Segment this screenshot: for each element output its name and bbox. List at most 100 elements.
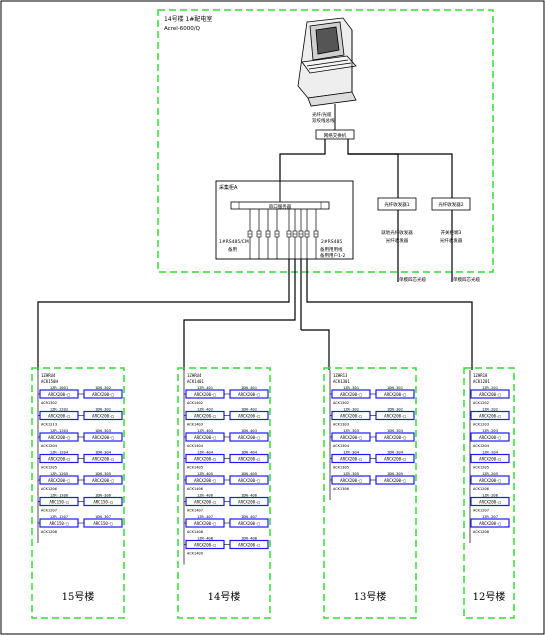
svg-text:ARCX200-□: ARCX200-□ xyxy=(479,478,501,483)
svg-text:ARCX200-□: ARCX200-□ xyxy=(194,435,216,440)
row-code: ACK1207 xyxy=(41,508,57,513)
building-top-code: ACK1201 xyxy=(473,379,490,384)
svg-text:ARCX200-□: ARCX200-□ xyxy=(479,521,501,526)
serial-port xyxy=(313,209,319,259)
collector-left-label: 1#RS485/CM xyxy=(219,239,249,245)
port-dividers xyxy=(238,202,322,209)
building-top-code: ACK1301 xyxy=(333,379,350,384)
row-code: ACK1303 xyxy=(333,422,349,427)
svg-text:1DN-301: 1DN-301 xyxy=(387,385,404,390)
row-code: ACK1206 xyxy=(41,486,58,491)
svg-text:ARCX200-□: ARCX200-□ xyxy=(340,435,362,440)
svg-text:1DN-303: 1DN-303 xyxy=(95,428,111,433)
building-panel: 1ZHRU4ACK150H1ZR-1001ARCX200-□1DN-302ARC… xyxy=(31,367,125,619)
building-top-code: 1ZHR18 xyxy=(473,373,488,378)
svg-text:ARCX200-□: ARCX200-□ xyxy=(479,457,501,462)
svg-text:1ZR-305: 1ZR-305 xyxy=(343,471,359,476)
svg-text:1DN-401: 1DN-401 xyxy=(241,385,258,390)
row-code: ACK1402 xyxy=(187,400,203,405)
row-code: ACK1407 xyxy=(187,508,203,513)
collector-right-label: 2#RS485 xyxy=(321,239,342,245)
svg-text:ARCX200-□: ARCX200-□ xyxy=(194,414,216,419)
svg-text:ARCX200-□: ARCX200-□ xyxy=(340,414,362,419)
control-room-boundary xyxy=(157,9,494,273)
svg-text:1ZR-206: 1ZR-206 xyxy=(482,493,499,498)
collector-right-sub: 备用用用线 xyxy=(320,246,343,253)
svg-text:开关柜端3: 开关柜端3 xyxy=(441,229,462,236)
row-code: ACK1205 xyxy=(473,465,489,470)
svg-text:1ZR-201: 1ZR-201 xyxy=(482,385,499,390)
row-code: ACK1408 xyxy=(187,529,204,534)
serial-server xyxy=(230,201,330,210)
svg-text:ARCX200-□: ARCX200-□ xyxy=(238,500,260,505)
svg-text:1ZR-404: 1ZR-404 xyxy=(197,450,214,455)
building-top-code: 1ZHRU4 xyxy=(41,373,56,378)
row-code: ACK1306 xyxy=(333,486,350,491)
svg-text:单模四芯光缆: 单模四芯光缆 xyxy=(399,276,426,283)
serial-port xyxy=(247,209,253,259)
row-code: ACK1204 xyxy=(41,443,58,448)
collector-right-sub-2: 备用用户1-2 xyxy=(320,252,345,259)
serial-server-label: 串口服务器 xyxy=(269,203,292,210)
serial-ports xyxy=(247,209,319,259)
building-feed-lines xyxy=(37,259,473,370)
svg-text:ARCX200-□: ARCX200-□ xyxy=(479,414,501,419)
svg-text:1DN-406: 1DN-406 xyxy=(241,493,258,498)
building-boundary xyxy=(177,367,271,619)
svg-text:ARCX200-□: ARCX200-□ xyxy=(194,457,216,462)
row-code: ACK1409 xyxy=(187,551,204,556)
row-code: ACK1208 xyxy=(41,529,58,534)
svg-text:就地光纤收发器: 就地光纤收发器 xyxy=(381,229,413,236)
row-code: ACK1207 xyxy=(473,508,489,513)
row-code: ACK1304 xyxy=(333,443,350,448)
svg-text:1ZR-1204: 1ZR-1204 xyxy=(50,450,69,455)
svg-text:光纤收发器2: 光纤收发器2 xyxy=(438,201,463,208)
building-boundary xyxy=(31,367,125,619)
svg-text:ARCX200-□: ARCX200-□ xyxy=(238,414,260,419)
row-code: ACK1202 xyxy=(473,400,489,405)
building-name: 12号楼 xyxy=(473,590,506,603)
svg-text:ARCX200-□: ARCX200-□ xyxy=(479,435,501,440)
svg-text:ARCX200-□: ARCX200-□ xyxy=(479,392,501,397)
svg-text:ARC150-□: ARC150-□ xyxy=(49,500,69,505)
network-label-1: 光纤/光缆 xyxy=(312,111,332,118)
serial-port xyxy=(265,209,271,259)
svg-text:1DN-305: 1DN-305 xyxy=(387,471,403,476)
trunk-lines xyxy=(279,139,453,198)
svg-text:1ZR-202: 1ZR-202 xyxy=(482,407,498,412)
svg-text:ARCX200-□: ARCX200-□ xyxy=(238,392,260,397)
svg-text:1ZR-203: 1ZR-203 xyxy=(482,428,498,433)
svg-text:1ZR-408: 1ZR-408 xyxy=(197,536,214,541)
building-name: 13号楼 xyxy=(354,590,387,603)
svg-text:1DN-302: 1DN-302 xyxy=(387,407,403,412)
building-panel: 1ZHRU4ACK14011ZR-401ARCX200-□1DN-401ARCX… xyxy=(177,367,271,619)
svg-text:1DN-304: 1DN-304 xyxy=(387,450,404,455)
svg-text:1DN-306: 1DN-306 xyxy=(95,493,112,498)
